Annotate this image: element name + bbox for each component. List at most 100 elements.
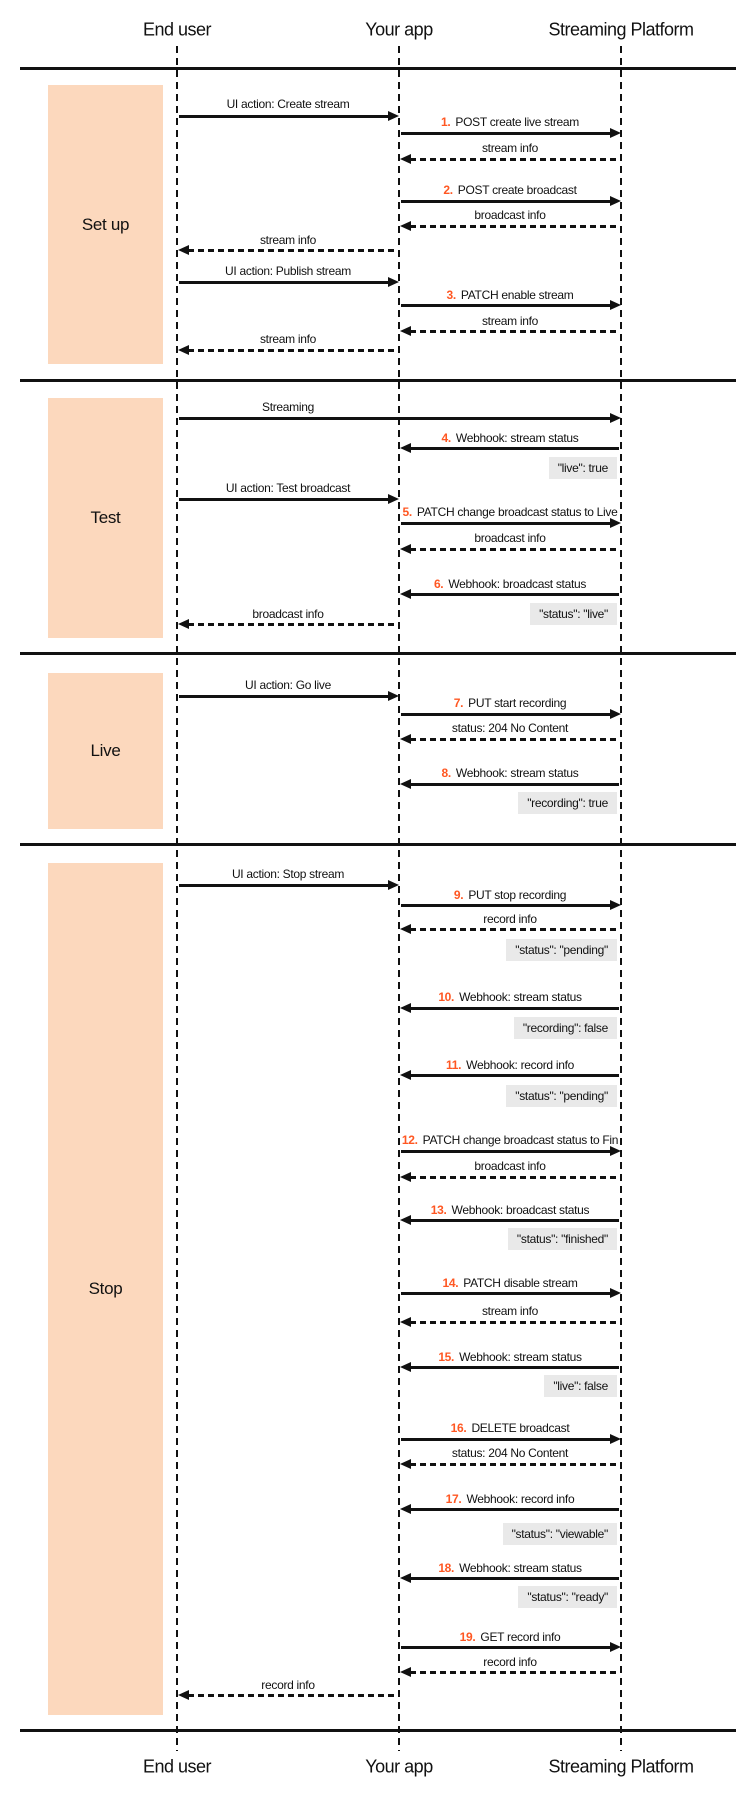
- arrow-head-right-icon: [610, 518, 621, 528]
- message-number: 17.: [445, 1492, 462, 1506]
- arrow-head-right-icon: [388, 880, 399, 890]
- message-number: 16.: [450, 1421, 467, 1435]
- message-number: 18.: [438, 1561, 455, 1575]
- message-arrow-29: [410, 1219, 619, 1222]
- message-arrow-27: [401, 1150, 610, 1153]
- message-label-39: record info: [261, 1676, 315, 1694]
- actor-header-streaming-platform: Streaming Platform: [548, 19, 694, 40]
- arrow-head-left-icon: [400, 221, 411, 231]
- message-arrow-38: [410, 1671, 619, 1674]
- message-arrow-18: [179, 695, 388, 698]
- message-text: UI action: Stop stream: [231, 867, 345, 881]
- message-label-31: stream info: [482, 1302, 538, 1320]
- message-arrow-35: [410, 1508, 619, 1511]
- message-text: PATCH change broadcast status to Fin: [422, 1133, 619, 1147]
- note-box-10: "status": "ready": [518, 1586, 617, 1608]
- message-arrow-25: [410, 1007, 619, 1010]
- arrow-head-left-icon: [400, 1070, 411, 1080]
- message-text: record info: [483, 1655, 537, 1669]
- phase-band-set-up: [48, 85, 163, 364]
- message-arrow-33: [401, 1438, 610, 1441]
- arrow-head-right-icon: [610, 1288, 621, 1298]
- message-text: Webhook: stream status: [455, 766, 579, 780]
- arrow-head-left-icon: [400, 1317, 411, 1327]
- message-text: UI action: Create stream: [226, 97, 350, 111]
- message-arrow-5: [410, 225, 619, 228]
- message-number: 1.: [440, 115, 451, 129]
- message-arrow-22: [179, 884, 388, 887]
- phase-divider-3: [20, 843, 736, 846]
- message-label-1: UI action: Create stream: [227, 95, 350, 113]
- message-label-22: UI action: Stop stream: [232, 865, 344, 883]
- message-text: Webhook: record info: [466, 1492, 575, 1506]
- message-arrow-6: [188, 249, 397, 252]
- arrow-head-left-icon: [400, 779, 411, 789]
- message-label-38: record info: [483, 1653, 537, 1671]
- message-text: PUT stop recording: [468, 888, 567, 902]
- message-arrow-17: [188, 623, 397, 626]
- message-text: status: 204 No Content: [451, 721, 569, 735]
- message-number: 13.: [430, 1203, 447, 1217]
- message-arrow-39: [188, 1694, 397, 1697]
- message-label-34: status: 204 No Content: [452, 1444, 568, 1462]
- message-text: DELETE broadcast: [471, 1421, 570, 1435]
- arrow-head-left-icon: [400, 1667, 411, 1677]
- arrow-head-right-icon: [388, 277, 399, 287]
- message-text: broadcast info: [474, 1159, 546, 1173]
- actor-header-end-user: End user: [142, 19, 212, 40]
- message-text: PATCH change broadcast status to Live: [416, 505, 618, 519]
- message-arrow-13: [179, 498, 388, 501]
- arrow-head-left-icon: [400, 326, 411, 336]
- message-number: 19.: [459, 1630, 476, 1644]
- arrow-head-left-icon: [400, 1504, 411, 1514]
- arrow-head-right-icon: [610, 1642, 621, 1652]
- message-text: Webhook: broadcast status: [448, 577, 587, 591]
- message-label-23: 9.PUT stop recording: [454, 886, 566, 904]
- note-box-9: "status": "viewable": [502, 1523, 617, 1545]
- message-text: stream info: [481, 141, 539, 155]
- message-label-18: UI action: Go live: [245, 676, 331, 694]
- message-number: 10.: [438, 990, 455, 1004]
- note-box-6: "status": "pending": [506, 1085, 617, 1107]
- message-arrow-32: [410, 1366, 619, 1369]
- message-label-7: UI action: Publish stream: [225, 262, 351, 280]
- note-box-8: "live": false: [544, 1375, 617, 1397]
- message-label-17: broadcast info: [252, 605, 323, 623]
- arrow-head-right-icon: [610, 413, 621, 423]
- message-text: Webhook: stream status: [459, 1561, 582, 1575]
- note-box-5: "recording": false: [513, 1017, 617, 1039]
- note-box-3: "recording": true: [518, 792, 617, 814]
- arrow-head-left-icon: [400, 734, 411, 744]
- message-text: broadcast info: [474, 531, 546, 545]
- message-text: PATCH disable stream: [463, 1276, 578, 1290]
- message-text: UI action: Publish stream: [225, 264, 351, 278]
- note-box-1: "live": true: [548, 457, 617, 479]
- message-number: 6.: [433, 577, 444, 591]
- message-arrow-11: [179, 417, 610, 420]
- arrow-head-left-icon: [400, 924, 411, 934]
- arrow-head-left-icon: [178, 619, 189, 629]
- message-arrow-28: [410, 1176, 619, 1179]
- message-arrow-21: [410, 783, 619, 786]
- message-arrow-26: [410, 1074, 619, 1077]
- message-arrow-23: [401, 904, 610, 907]
- message-label-19: 7.PUT start recording: [454, 694, 567, 712]
- arrow-head-right-icon: [610, 709, 621, 719]
- message-text: stream info: [259, 233, 317, 247]
- arrow-head-right-icon: [610, 300, 621, 310]
- note-box-7: "status": "finished": [507, 1228, 617, 1250]
- arrow-head-left-icon: [400, 443, 411, 453]
- message-label-2: 1.POST create live stream: [441, 113, 579, 131]
- message-label-35: 17. Webhook: record info: [446, 1490, 575, 1508]
- message-label-15: broadcast info: [474, 529, 545, 547]
- phase-band-live: [48, 673, 163, 829]
- arrow-head-left-icon: [178, 245, 189, 255]
- message-label-26: 11.Webhook: record info: [446, 1056, 574, 1074]
- message-number: 14.: [442, 1276, 459, 1290]
- message-text: broadcast info: [474, 208, 546, 222]
- actor-footer-end-user: End user: [142, 1756, 212, 1777]
- message-text: stream info: [259, 332, 317, 346]
- message-arrow-24: [410, 928, 619, 931]
- message-label-13: UI action: Test broadcast: [226, 479, 351, 497]
